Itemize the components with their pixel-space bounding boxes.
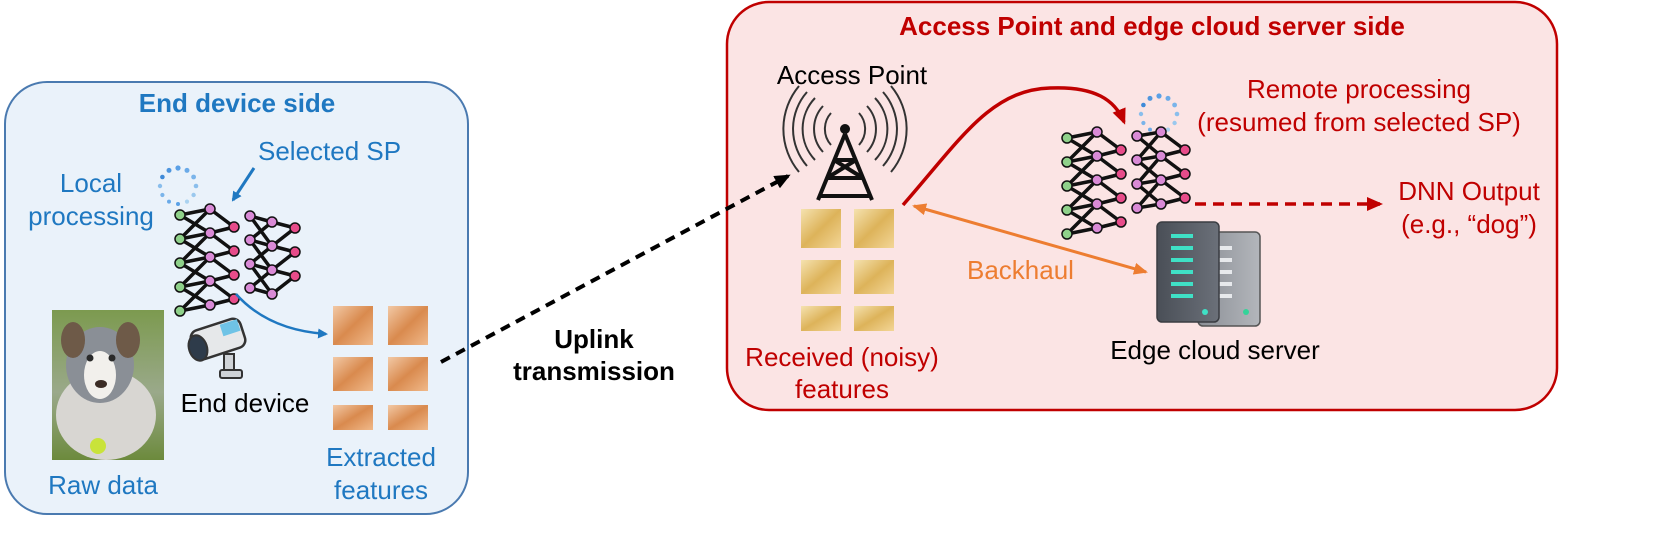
backhaul-label: Backhaul <box>967 255 1074 285</box>
server-side-title: Access Point and edge cloud server side <box>899 11 1405 41</box>
remote-processing-label-line1: Remote processing <box>1247 74 1471 104</box>
local-processing-label-line1: Local <box>59 168 123 198</box>
dog-photo <box>52 310 164 460</box>
antenna-tower-icon <box>782 85 908 201</box>
camera-icon <box>187 317 247 379</box>
neural-network-icon <box>1131 126 1191 214</box>
dnn-output-label-line1: DNN Output <box>1398 176 1540 206</box>
backhaul-arrow <box>912 203 1148 275</box>
raw-data-label: Raw data <box>48 470 158 500</box>
end-device-side-title: End device side <box>138 88 336 118</box>
selected-sp-arrow <box>231 167 256 202</box>
extracted-features-label-line2: features <box>334 475 428 505</box>
end-device-label: End device <box>180 388 310 418</box>
dnn-output-label-line2: (e.g., “dog”) <box>1401 209 1537 239</box>
server-rack-icon <box>1156 221 1261 327</box>
selected-sp-label: Selected SP <box>258 136 402 166</box>
received-features-label-line1: Received (noisy) <box>745 342 939 372</box>
edge-server-label: Edge cloud server <box>1110 335 1320 365</box>
remote-processing-arrow <box>901 86 1126 207</box>
access-point-label: Access Point <box>776 60 928 90</box>
received-features-label-line2: features <box>795 374 889 404</box>
extracted-feature-tiles <box>333 306 428 430</box>
received-feature-tiles <box>801 209 894 331</box>
extraction-arrow <box>235 293 328 339</box>
uplink-arrow <box>440 174 791 364</box>
extracted-features-label-line1: Extracted <box>326 442 436 472</box>
uplink-label-line1: Uplink <box>554 324 634 354</box>
remote-processing-label-line2: (resumed from selected SP) <box>1197 107 1521 137</box>
uplink-label-line2: transmission <box>513 356 675 386</box>
local-processing-label-line2: processing <box>28 201 154 231</box>
neural-network-icon <box>244 210 301 300</box>
